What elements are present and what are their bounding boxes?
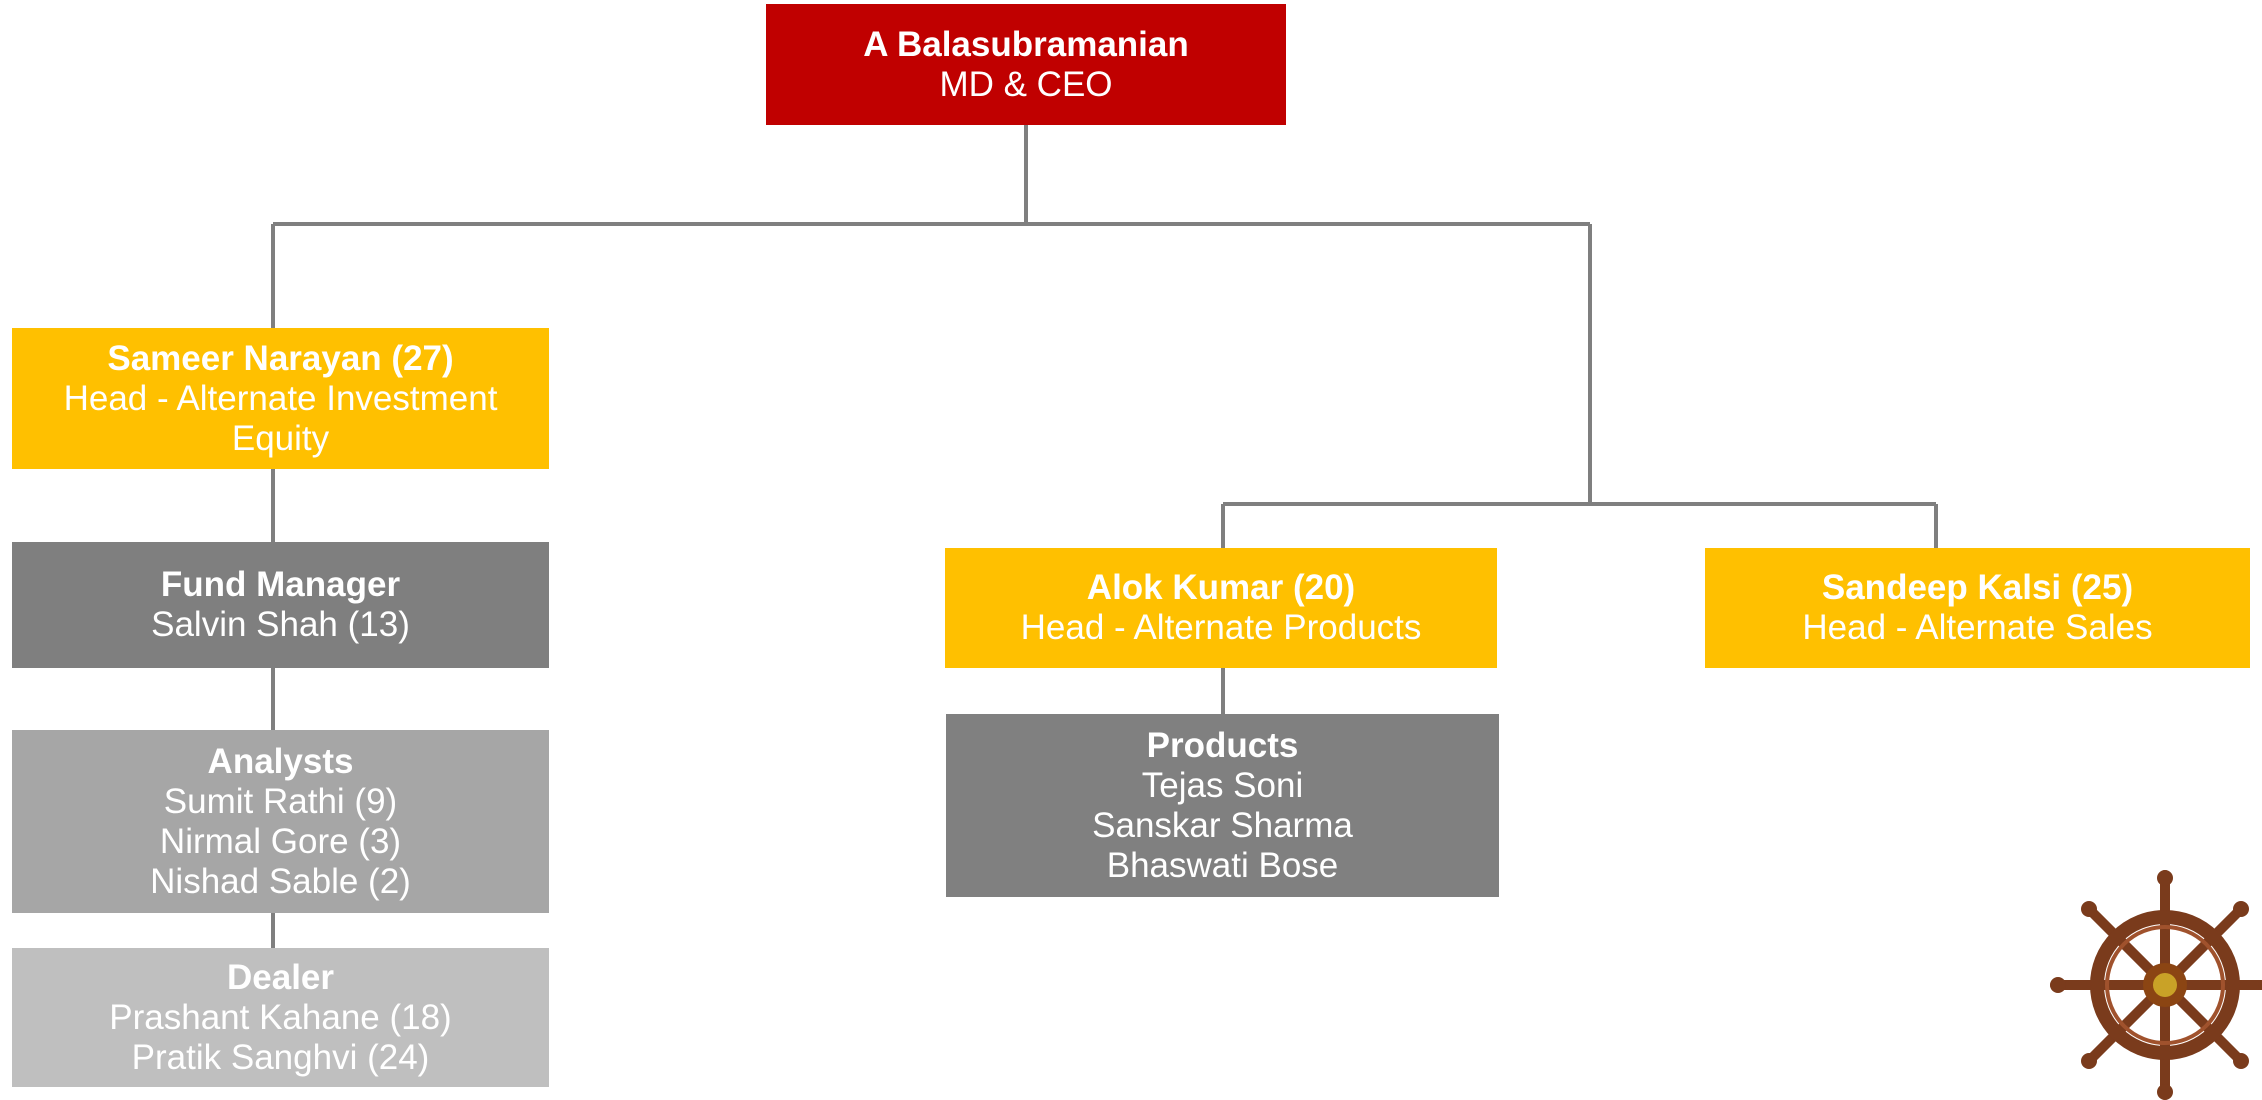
member-name: Tejas Soni — [1141, 765, 1304, 805]
analysts-box: Analysts Sumit Rathi (9) Nirmal Gore (3)… — [12, 730, 549, 913]
member-name: Pratik Sanghvi (24) — [131, 1038, 430, 1077]
dealer-box: Dealer Prashant Kahane (18) Pratik Sangh… — [12, 948, 549, 1087]
member-name: Nirmal Gore (3) — [159, 821, 402, 861]
head-role: Head - Alternate Products — [1020, 608, 1422, 647]
ceo-name: A Balasubramanian — [863, 24, 1189, 64]
member-name: Nishad Sable (2) — [150, 861, 411, 901]
head-role: Head - Alternate Sales — [1802, 608, 2153, 647]
fund-manager-box: Fund Manager Salvin Shah (13) — [12, 542, 549, 668]
head-name: Sandeep Kalsi (25) — [1821, 568, 2134, 607]
member-name: Prashant Kahane (18) — [109, 998, 452, 1037]
member-name: Salvin Shah (13) — [151, 605, 410, 644]
member-name: Sumit Rathi (9) — [163, 781, 398, 821]
member-name: Bhaswati Bose — [1106, 845, 1339, 885]
head-name: Alok Kumar (20) — [1086, 568, 1356, 607]
group-title: Dealer — [226, 958, 335, 997]
head-role-line: Equity — [231, 418, 330, 458]
products-box: Products Tejas Soni Sanskar Sharma Bhasw… — [946, 714, 1499, 897]
group-title: Fund Manager — [160, 565, 401, 604]
ceo-box: A Balasubramanian MD & CEO — [766, 4, 1286, 125]
group-title: Analysts — [207, 741, 354, 781]
head-role-line: Head - Alternate Investment — [63, 378, 498, 418]
head-box-sameer: Sameer Narayan (27) Head - Alternate Inv… — [12, 328, 549, 469]
head-box-alok: Alok Kumar (20) Head - Alternate Product… — [945, 548, 1497, 668]
head-box-sandeep: Sandeep Kalsi (25) Head - Alternate Sale… — [1705, 548, 2250, 668]
ship-wheel-icon — [2050, 870, 2262, 1100]
ceo-role: MD & CEO — [939, 64, 1113, 104]
member-name: Sanskar Sharma — [1092, 805, 1353, 845]
head-name: Sameer Narayan (27) — [107, 338, 454, 378]
group-title: Products — [1146, 725, 1299, 765]
